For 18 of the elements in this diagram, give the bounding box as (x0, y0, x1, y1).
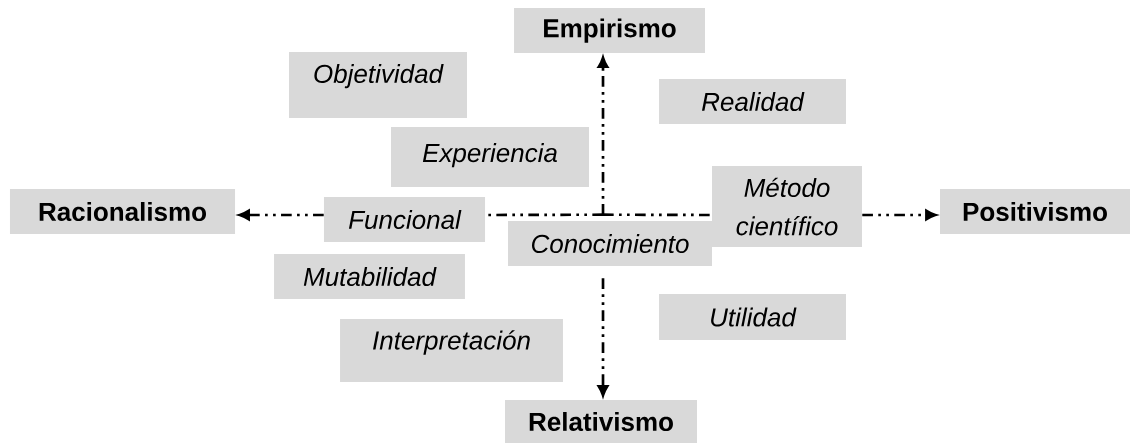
node-label: Conocimiento (531, 233, 689, 254)
concept-box: Conocimiento (508, 220, 712, 267)
arrow (238, 209, 324, 221)
concept-box: Interpretación (340, 319, 563, 382)
concept-box: Realidad (659, 78, 846, 125)
concept-box: Método científico (712, 165, 862, 248)
concept-box: Funcional (323, 196, 486, 243)
arrow (597, 278, 609, 397)
concept-box: Experiencia (391, 127, 589, 187)
concept-box: Objetividad (289, 52, 467, 118)
concept-box: Mutabilidad (274, 253, 465, 300)
arrow (862, 209, 937, 221)
pole-box: Relativismo (505, 400, 697, 443)
pole-box: Empirismo (514, 7, 705, 54)
pole-box: Racionalismo (9, 188, 236, 235)
concept-box: Utilidad (659, 294, 846, 340)
arrow (597, 56, 609, 215)
pole-box: Positivismo (940, 188, 1130, 235)
